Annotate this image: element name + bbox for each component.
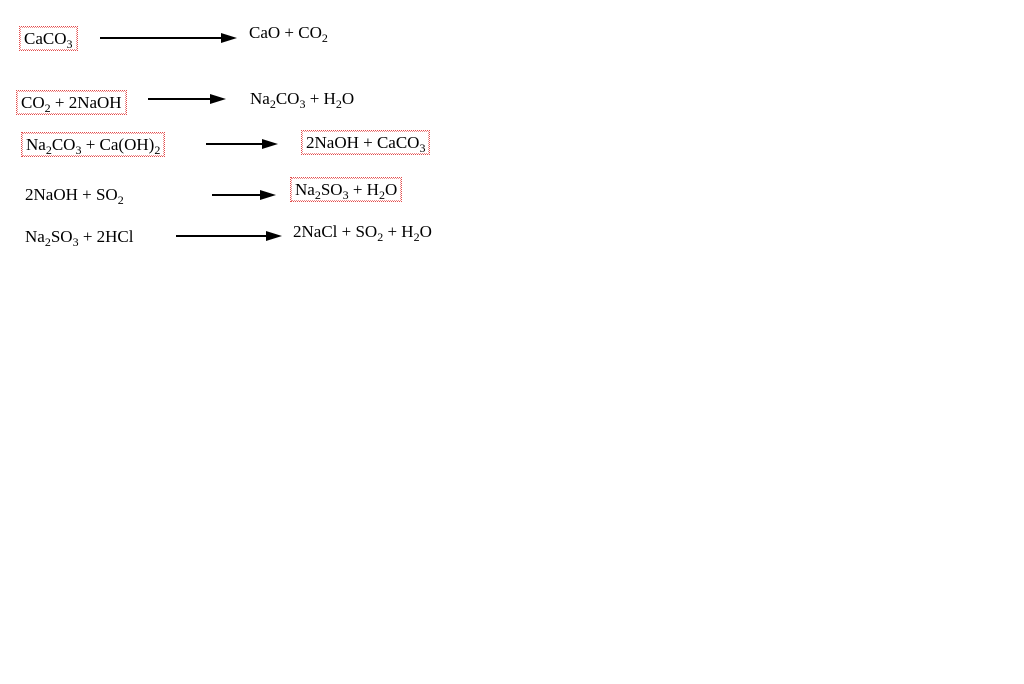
formula-segment: SO [50, 227, 73, 246]
reaction-2-arrow [148, 94, 226, 104]
formula-segment: + 2NaOH [50, 93, 122, 112]
formula-segment: Na [250, 89, 270, 108]
formula-text: Na2CO3 + Ca(OH)2 [20, 132, 166, 157]
formula-segment: SO [320, 180, 343, 199]
subscript: 2 [413, 230, 420, 244]
formula-segment: Na [26, 135, 46, 154]
subscript: 2 [269, 97, 276, 111]
reaction-5-reactants: Na2SO3 + 2HCl [25, 226, 134, 248]
subscript: 2 [44, 101, 51, 115]
reaction-3-products: 2NaOH + CaCO3 [300, 130, 431, 155]
reaction-2-reactants: CO2 + 2NaOH [16, 90, 127, 115]
subscript: 3 [342, 188, 349, 202]
formula-text: CO2 + 2NaOH [16, 90, 127, 115]
subscript: 3 [75, 143, 82, 157]
formula-segment: + 2HCl [78, 227, 134, 246]
formula-text: Na2SO3 + H2O [289, 177, 403, 202]
subscript: 3 [72, 235, 79, 249]
subscript: 2 [117, 193, 124, 207]
subscript: 2 [314, 188, 321, 202]
formula-segment: + H [305, 89, 336, 108]
reaction-3-arrow [206, 139, 278, 149]
formula-segment: 2NaOH + SO [25, 185, 118, 204]
subscript: 2 [378, 188, 385, 202]
formula-segment: CaO + CO [249, 23, 322, 42]
reaction-1-arrow [100, 33, 237, 43]
formula-segment: + H [383, 222, 414, 241]
formula-segment: Na [25, 227, 45, 246]
formula-text: Na2SO3 + 2HCl [25, 227, 134, 249]
formula-segment: O [341, 89, 355, 108]
reaction-5-products: 2NaCl + SO2 + H2O [293, 221, 432, 243]
formula-segment: + H [348, 180, 379, 199]
reaction-4-products: Na2SO3 + H2O [289, 177, 403, 202]
subscript: 3 [299, 97, 306, 111]
formula-segment: CO [21, 93, 45, 112]
reaction-3-reactants: Na2CO3 + Ca(OH)2 [20, 132, 166, 157]
reaction-4-arrow [212, 190, 276, 200]
reaction-2-products: Na2CO3 + H2O [250, 88, 354, 110]
subscript: 2 [44, 235, 51, 249]
reaction-1-products: CaO + CO2 [249, 22, 328, 44]
formula-segment: O [419, 222, 432, 241]
reaction-1-reactants: CaCO3 [19, 26, 78, 51]
formula-text: CaCO3 [19, 26, 78, 51]
formula-segment: CO [51, 135, 76, 154]
formula-text: 2NaOH + CaCO3 [300, 130, 431, 155]
reaction-4-reactants: 2NaOH + SO2 [25, 184, 124, 206]
formula-segment: O [384, 180, 398, 199]
formula-text: Na2CO3 + H2O [250, 89, 355, 111]
reaction-5-arrow [176, 231, 282, 241]
subscript: 2 [377, 230, 384, 244]
subscript: 2 [321, 31, 328, 45]
formula-segment: + Ca(OH) [81, 135, 155, 154]
subscript: 3 [66, 37, 73, 51]
subscript: 3 [419, 141, 426, 155]
formula-segment: Na [295, 180, 315, 199]
formula-segment: 2NaCl + SO [293, 222, 378, 241]
formula-text: 2NaOH + SO2 [25, 185, 124, 207]
subscript: 2 [154, 143, 161, 157]
formula-segment: CO [275, 89, 300, 108]
subscript: 2 [335, 97, 342, 111]
formula-segment: CaCO [24, 29, 67, 48]
formula-segment: 2NaOH + CaCO [306, 133, 420, 152]
formula-text: CaO + CO2 [249, 23, 328, 45]
formula-text: 2NaCl + SO2 + H2O [293, 222, 432, 244]
subscript: 2 [45, 143, 52, 157]
